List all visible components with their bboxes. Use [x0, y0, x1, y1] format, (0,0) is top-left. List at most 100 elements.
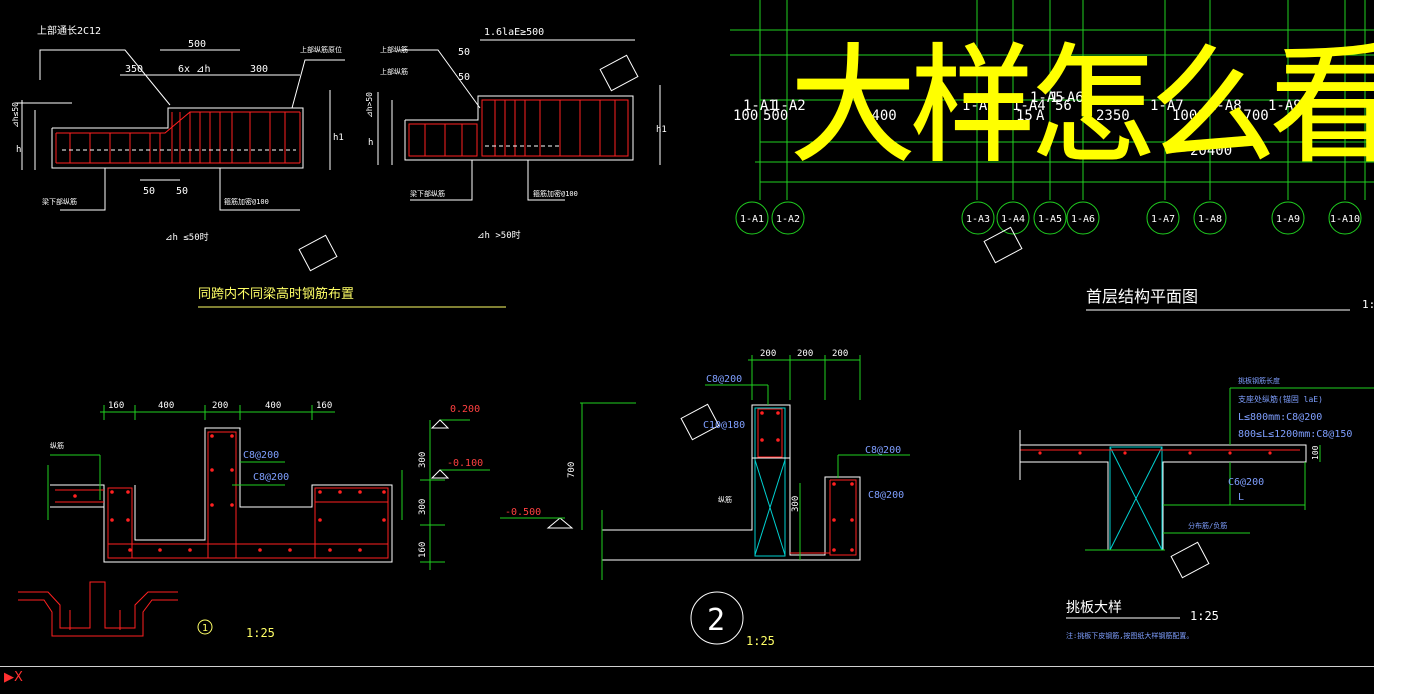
grid-label: 1-A2 — [776, 214, 800, 225]
s3-scale: 1:25 — [1190, 609, 1219, 623]
grid-dim: A — [1036, 108, 1045, 124]
grid-axis-label: 1-A4 — [1012, 98, 1046, 114]
grid-dim: 15 — [1016, 108, 1033, 124]
grid-label: 1-A10 — [1330, 214, 1360, 225]
s3-bottom: 分布筋/负筋 — [1188, 521, 1227, 530]
s3-c6: C6@200 — [1228, 477, 1264, 488]
dim-350: 350 — [125, 64, 143, 75]
grid-label: 1-A8 — [1198, 214, 1222, 225]
grid-dim: 1700 — [1235, 108, 1269, 124]
detail-b-side-h: ⊿h>50 — [365, 92, 374, 118]
grid-axis-label: 1-A7 — [1150, 98, 1184, 114]
s3-note0: 挑板钢筋长度 — [1238, 376, 1280, 385]
grid-dim: 500 — [763, 108, 788, 124]
s3-note1: 支座处纵筋(锚固 laE) — [1238, 394, 1323, 404]
s1-v300a: 300 — [418, 452, 428, 468]
grid-label: 1-A4 — [1001, 214, 1025, 225]
s1-v160: 160 — [418, 542, 428, 558]
s1-left-label: 纵筋 — [50, 441, 64, 450]
dim-500: 500 — [188, 39, 206, 50]
title-plan: 首层结构平面图 — [1086, 287, 1198, 306]
detail-a-h: h — [16, 145, 21, 155]
s2-lbl5: 纵筋 — [718, 495, 732, 504]
detail-a-caption: ⊿h ≤50时 — [165, 231, 209, 243]
plan-grid — [730, 0, 1374, 235]
detail-b-lbl1: 上部纵筋 — [380, 45, 408, 54]
detail-a-top-rebar: 上部通长2C12 — [37, 24, 101, 37]
s2-lbl4: C8@200 — [868, 490, 904, 501]
dim-300: 300 — [250, 64, 268, 75]
s3-note: 注:挑板下皮钢筋,按图纸大样钢筋配置。 — [1066, 631, 1193, 640]
grid-dim: 2350 — [1096, 108, 1130, 124]
s2-lbl2: C10@180 — [703, 420, 745, 431]
grid-label: 1-A5 — [1038, 214, 1062, 225]
s3-title: 挑板大样 — [1066, 600, 1122, 616]
grid-label: 1-A1 — [740, 214, 764, 225]
grid-axis-label: 1-A6 — [1050, 90, 1084, 106]
grid-label: 1-A7 — [1151, 214, 1175, 225]
detail-a-right-label: 上部纵筋原位 — [300, 45, 342, 54]
title-beam-detail: 同跨内不同梁高时钢筋布置 — [198, 286, 354, 302]
s1-level-1: 0.200 — [450, 404, 480, 415]
title-plan-scale: 1: — [1362, 298, 1374, 311]
grid-axis-label: 1-A3 — [962, 98, 996, 114]
detail-b-50: 50 — [458, 47, 470, 58]
s1-level-2: -0.100 — [447, 458, 483, 469]
section-2 — [500, 355, 910, 645]
detail-a-50b: 50 — [176, 186, 188, 197]
s2-number: 2 — [707, 603, 725, 638]
grid-label: 1-A3 — [966, 214, 990, 225]
s1-scale: 1:25 — [246, 626, 275, 640]
s1-dim: 160 — [108, 401, 124, 411]
section-1 — [18, 405, 490, 637]
detail-a-h1: h1 — [333, 133, 344, 143]
detail-b-bottom-right: 箍筋加密@100 — [533, 189, 578, 198]
s3-L: L — [1238, 492, 1244, 503]
s1-number: 1 — [202, 623, 208, 634]
overlay-handwritten-text: 大样怎么看 — [790, 32, 1374, 181]
detail-b-dim-top: 1.6laE≥500 — [484, 27, 544, 38]
section-3 — [1019, 387, 1374, 579]
ucs-x-label: X — [14, 670, 23, 685]
s2-v700: 700 — [567, 462, 577, 478]
detail-b-bottom-left: 梁下部纵筋 — [410, 189, 445, 198]
grid-dim: 20400 — [1190, 143, 1232, 159]
s3-v100: 100 — [1311, 445, 1320, 460]
cad-drawing-canvas[interactable]: 上部通长2C12 500 350 6x ⊿h 300 上部纵筋原位 ⊿h≤50 … — [0, 0, 1374, 666]
detail-a — [15, 49, 345, 211]
grid-axis-label: 1-A2 — [772, 98, 806, 114]
grid-axis-label: 1-A8 — [1208, 98, 1242, 114]
s2-dim: 200 — [832, 349, 848, 359]
grid-dim: 56 — [1055, 98, 1072, 114]
window-edge — [1374, 0, 1402, 694]
s1-dim: 400 — [158, 401, 174, 411]
detail-a-side-h: ⊿h≤50 — [11, 102, 20, 128]
s2-lbl3: C8@200 — [865, 445, 901, 456]
s2-level: -0.500 — [505, 507, 541, 518]
detail-a-bottom-left: 梁下部纵筋 — [42, 197, 77, 206]
s2-dim: 200 — [797, 349, 813, 359]
s3-note3: 800≤L≤1200mm:C8@150 — [1238, 429, 1352, 440]
dim-6xh: 6x ⊿h — [178, 64, 210, 75]
grid-dim: 100 — [733, 108, 758, 124]
s1-dim: 200 — [212, 401, 228, 411]
grid-label: 1-A6 — [1071, 214, 1095, 225]
s2-lbl1: C8@200 — [706, 374, 742, 385]
s2-scale: 1:25 — [746, 634, 775, 648]
grid-axis-label: 1-A5 — [1030, 90, 1064, 106]
s2-v300: 300 — [791, 496, 801, 512]
s1-stirrup-1: C8@200 — [243, 450, 279, 461]
grid-dim: 4400 — [863, 108, 897, 124]
detail-b — [377, 39, 661, 201]
s1-dim: 400 — [265, 401, 281, 411]
detail-b-h: h — [368, 138, 373, 148]
grid-axis-label: 1-A9 — [1268, 98, 1302, 114]
s2-dim: 200 — [760, 349, 776, 359]
grid-label: 1-A9 — [1276, 214, 1300, 225]
detail-b-caption: ⊿h >50时 — [477, 229, 521, 241]
detail-a-bottom-right: 箍筋加密@100 — [224, 197, 269, 206]
cad-drawing: 上部通长2C12 500 350 6x ⊿h 300 上部纵筋原位 ⊿h≤50 … — [11, 0, 1374, 648]
command-bar[interactable]: ▶X — [0, 666, 1374, 694]
detail-a-50a: 50 — [143, 186, 155, 197]
detail-b-50b: 50 — [458, 72, 470, 83]
